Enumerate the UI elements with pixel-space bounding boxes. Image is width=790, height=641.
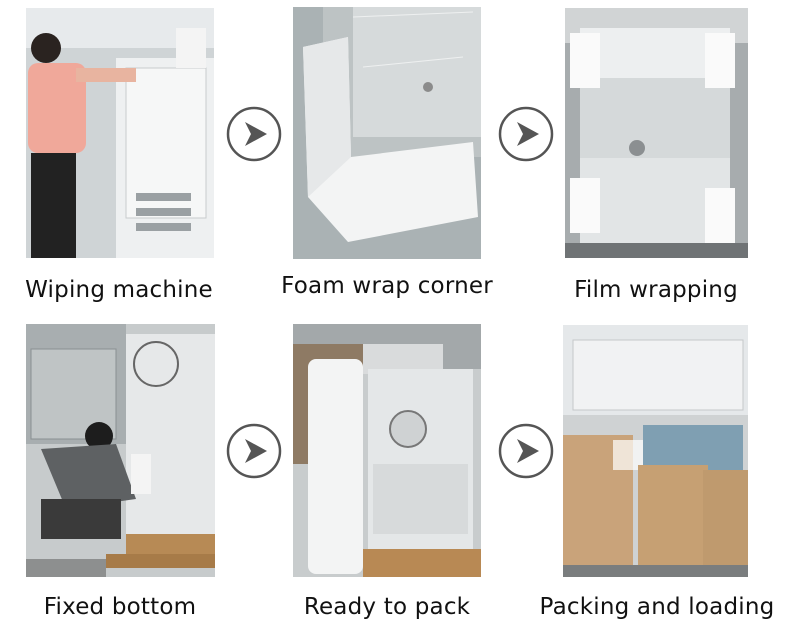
photo-film-wrapping — [565, 8, 748, 258]
photo-fixed-bottom — [26, 324, 215, 577]
step-label-film-wrapping: Film wrapping — [574, 277, 738, 303]
chevron-right-circle-icon — [497, 105, 555, 163]
photo-wiping-machine — [26, 8, 214, 258]
photo-foam-wrap-corner — [293, 7, 481, 259]
step-label-fixed-bottom: Fixed bottom — [43, 594, 197, 620]
photo-ready-to-pack — [293, 324, 481, 577]
step-label-ready-to-pack: Ready to pack — [303, 594, 471, 620]
step-label-wiping-machine: Wiping machine — [25, 277, 213, 303]
step-label-packing-and-loading: Packing and loading — [539, 594, 775, 620]
photo-packing-and-loading — [563, 325, 748, 577]
chevron-right-circle-icon — [225, 422, 283, 480]
chevron-right-circle-icon — [225, 105, 283, 163]
chevron-right-circle-icon — [497, 422, 555, 480]
step-label-foam-wrap-corner: Foam wrap corner — [281, 273, 493, 299]
